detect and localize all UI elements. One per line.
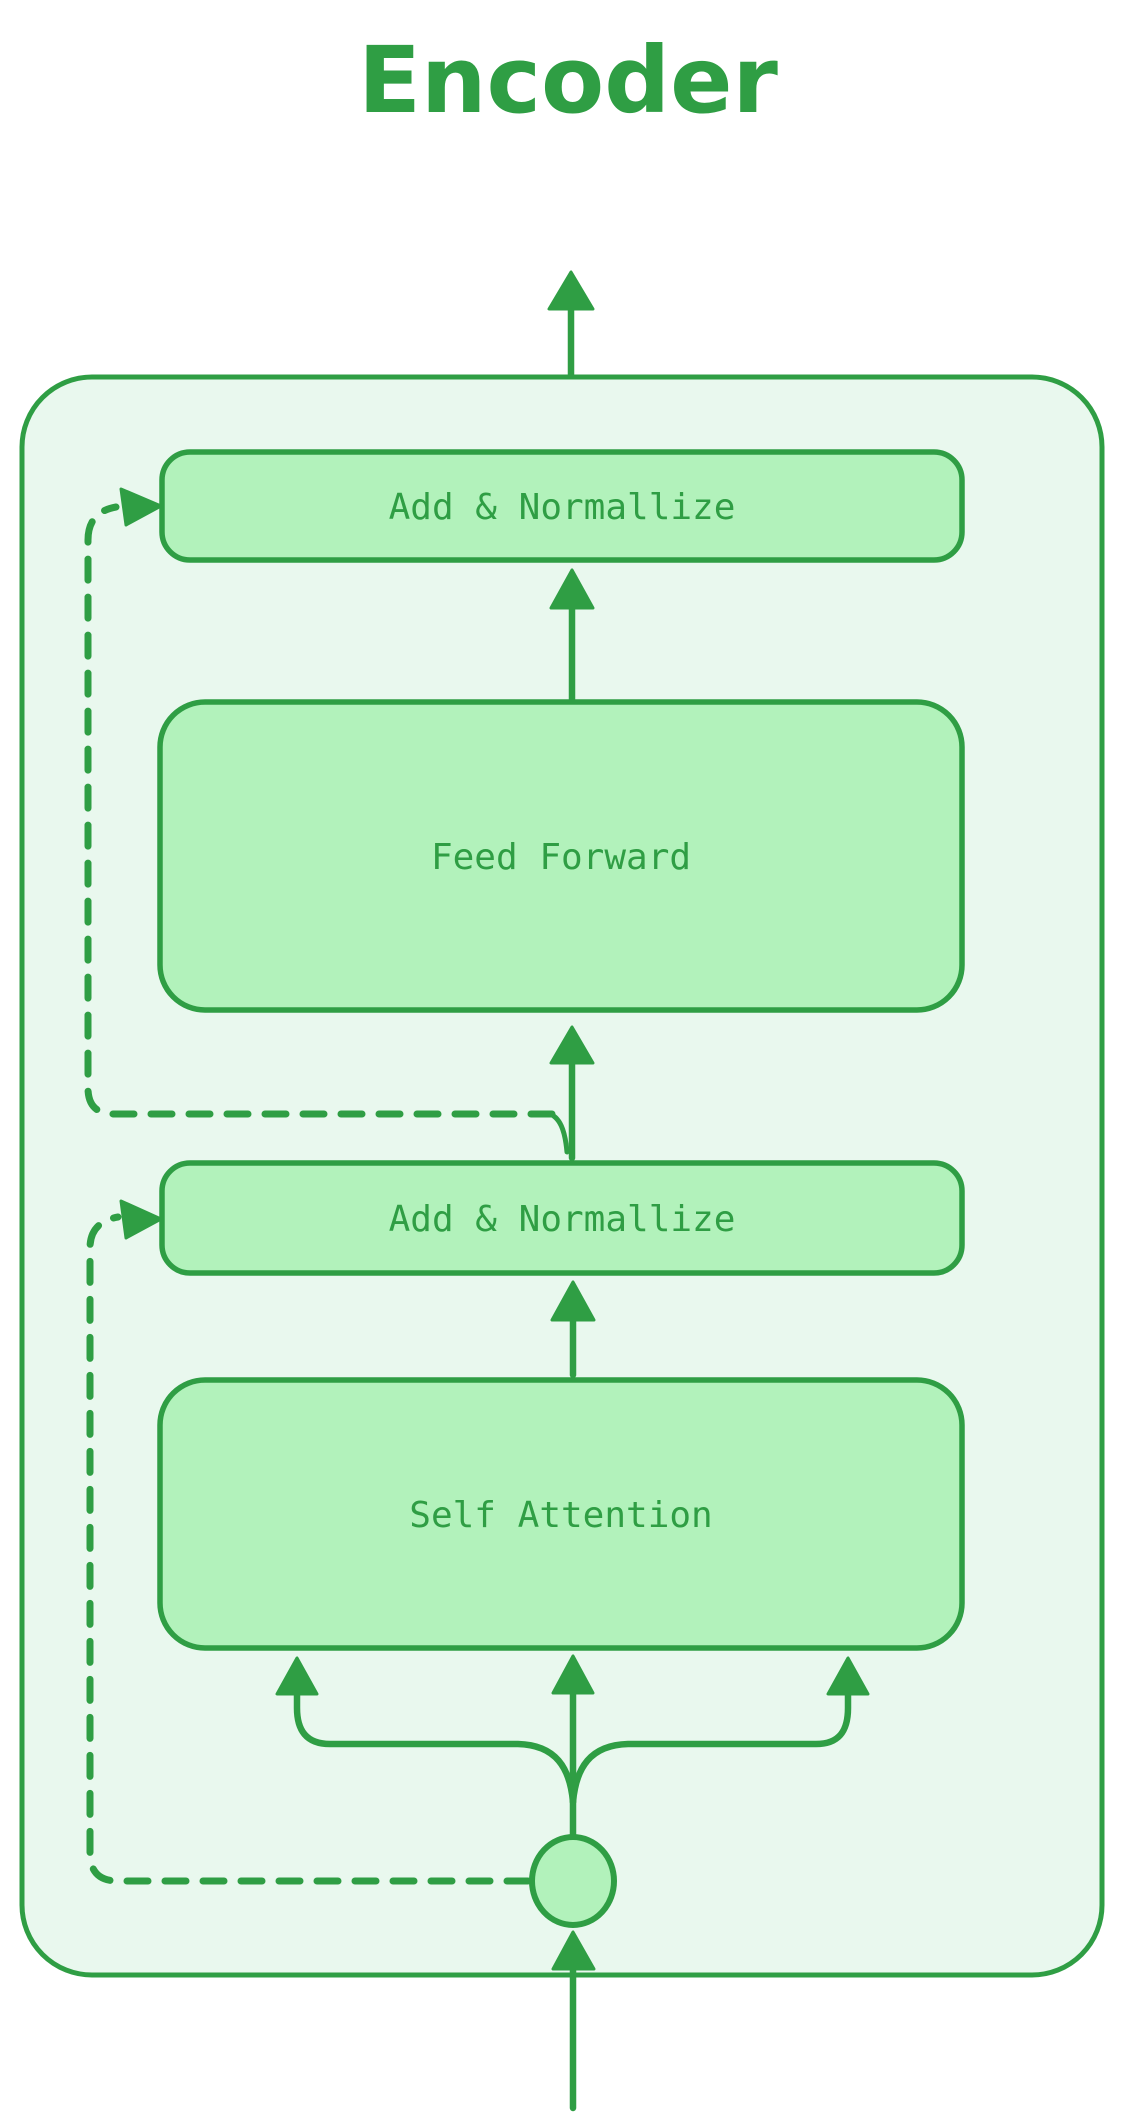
branch-left-arrow-head-icon [275, 1656, 319, 1696]
feedforward-to-addnorm-arrow-head-icon [549, 568, 595, 610]
branch-left-line [293, 1688, 577, 1806]
attention-to-addnorm-arrow-head-icon [550, 1280, 596, 1322]
residual-skip-attention-dashed-line [86, 1213, 532, 1885]
diagram-title: Encoder [358, 27, 778, 134]
feed-forward-label: Feed Forward [431, 837, 691, 878]
add-normalize-bottom-label: Add & Normallize [389, 1199, 736, 1240]
residual-skip-feedforward-junction-hook [545, 1110, 570, 1155]
residual-skip-feedforward-dashed-line [84, 503, 556, 1118]
add-normalize-top-label: Add & Normallize [389, 487, 736, 528]
branch-center-arrow-head-icon [551, 1654, 595, 1695]
residual-skip-feedforward-arrow-head-icon [119, 487, 163, 527]
input-junction-circle [529, 1834, 617, 1928]
input-arrow-head-icon [551, 1930, 596, 1971]
self-attention-box [157, 1377, 965, 1651]
branch-right-line [569, 1688, 852, 1806]
add-normalize-top-box [159, 449, 965, 563]
addnorm-to-feedforward-arrow-head-icon [549, 1025, 595, 1065]
self-attention-label: Self Attention [409, 1495, 712, 1536]
add-normalize-bottom-box [159, 1160, 965, 1276]
output-arrow-head-icon [547, 270, 595, 311]
residual-skip-attention-arrow-head-icon [119, 1199, 163, 1240]
branch-right-arrow-head-icon [826, 1656, 870, 1696]
feed-forward-box [157, 699, 965, 1013]
